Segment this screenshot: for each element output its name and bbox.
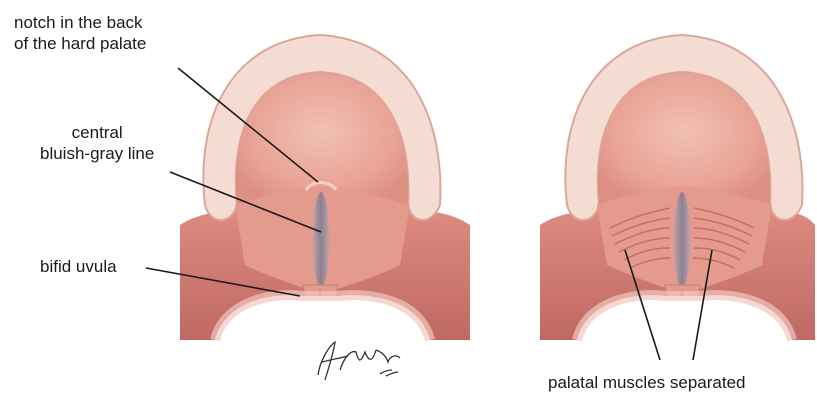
- label-palatal-muscles: palatal muscles separated: [548, 372, 746, 393]
- right-midline: [674, 192, 690, 288]
- label-midline-line2: bluish-gray line: [40, 143, 154, 164]
- label-palatal-muscles-text: palatal muscles separated: [548, 372, 746, 393]
- artist-signature: [318, 342, 400, 380]
- label-notch: notch in the back of the hard palate: [14, 12, 146, 54]
- label-notch-line2: of the hard palate: [14, 33, 146, 54]
- left-midline: [313, 192, 329, 288]
- label-midline: central bluish-gray line: [40, 122, 154, 164]
- label-midline-line1: central: [40, 122, 154, 143]
- label-bifid-uvula: bifid uvula: [40, 256, 117, 277]
- label-bifid-uvula-text: bifid uvula: [40, 256, 117, 277]
- left-palate-figure: [180, 35, 470, 340]
- right-palate-figure: [540, 35, 815, 340]
- label-notch-line1: notch in the back: [14, 12, 146, 33]
